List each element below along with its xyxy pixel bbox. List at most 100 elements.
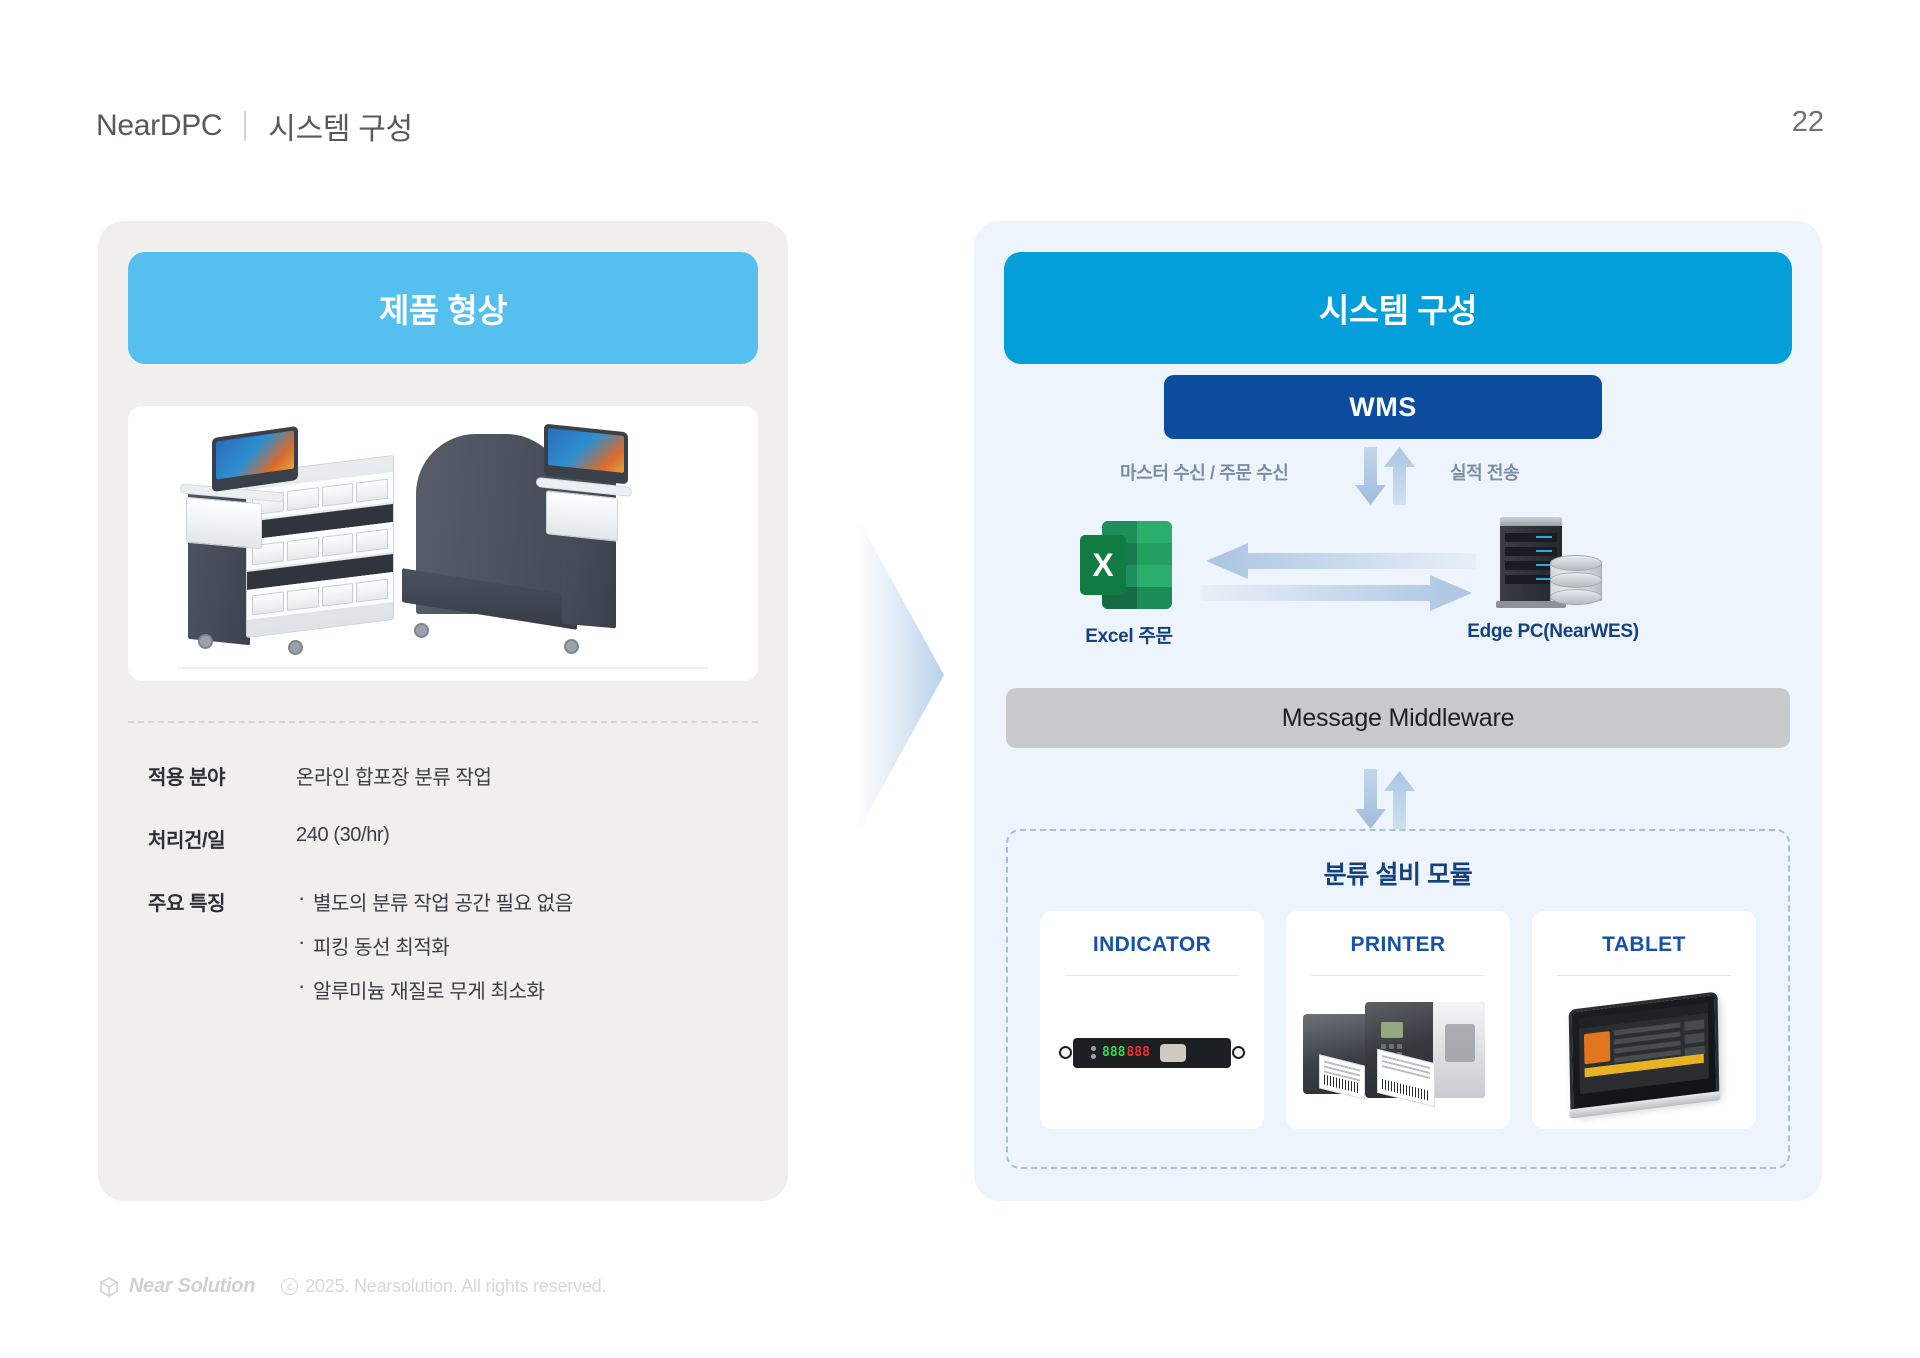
product-image xyxy=(128,406,758,681)
indicator-green-digits: 888 xyxy=(1102,1045,1126,1060)
page-subtitle: 시스템 구성 xyxy=(268,113,413,146)
server-database-icon xyxy=(1494,517,1604,613)
indicator-mount-ear xyxy=(1232,1045,1245,1059)
wms-bidirectional-arrows-icon xyxy=(1350,447,1420,507)
flow-label-down: 마스터 수신 / 주문 수신 xyxy=(1120,463,1289,483)
spec-table: 적용 분야 온라인 합포장 분류 작업 처리건/일 240 (30/hr) 주요… xyxy=(148,761,752,1004)
spec-label: 처리건/일 xyxy=(148,830,226,852)
device-card-list: INDICATOR 888 888 PRIN xyxy=(1040,911,1756,1129)
cart-bin xyxy=(356,528,388,553)
spec-label: 적용 분야 xyxy=(148,767,226,789)
system-diagram-panel: 시스템 구성 WMS 마스터 수신 / 주문 수신 실적 전송 xyxy=(974,221,1822,1201)
brand-name: NearDPC xyxy=(96,109,223,142)
picking-cart-front-view xyxy=(176,425,406,657)
spec-label: 주요 특징 xyxy=(148,893,226,915)
cart-tablet-mount xyxy=(544,423,628,485)
label-printer-icon xyxy=(1286,976,1510,1129)
flow-chevron-icon xyxy=(852,505,972,845)
server-bay xyxy=(1505,561,1557,570)
cart-bin xyxy=(321,482,354,507)
indicator-bar: 888 888 xyxy=(1059,1037,1245,1068)
system-panel-title: 시스템 구성 xyxy=(1319,292,1477,329)
excel-node-label: Excel 주문 xyxy=(1085,626,1173,647)
picking-cart-rear-view xyxy=(396,423,646,660)
tablet-device-icon xyxy=(1532,976,1756,1129)
feature-item: 별도의 분류 작업 공간 필요 없음 xyxy=(296,885,573,916)
product-image-floor-line xyxy=(178,667,708,669)
printer-group xyxy=(1303,998,1493,1108)
excel-x-glyph: X xyxy=(1080,535,1126,595)
printer-primary xyxy=(1365,1001,1485,1098)
database-ring xyxy=(1550,572,1602,588)
device-divider xyxy=(1310,975,1486,976)
flow-label-up: 실적 전송 xyxy=(1450,463,1520,483)
cart-bin xyxy=(252,591,284,616)
cart-tablet-screen xyxy=(548,428,624,473)
footer-brand: Near Solution xyxy=(129,1275,256,1297)
tablet-screen xyxy=(1578,1002,1710,1094)
cart-bin xyxy=(356,478,388,503)
indicator-red-digits: 888 xyxy=(1126,1045,1150,1060)
device-title: TABLET xyxy=(1602,933,1686,956)
server-top-cover xyxy=(1500,517,1562,526)
indicator-digits: 888 888 xyxy=(1102,1045,1150,1060)
wms-node: WMS xyxy=(1164,375,1602,439)
spec-value: 온라인 합포장 분류 작업 xyxy=(296,767,492,789)
product-panel-title-bar: 제품 형상 xyxy=(128,252,758,364)
server-bay xyxy=(1505,575,1557,584)
server-base xyxy=(1496,601,1566,608)
footer-logo: Near Solution xyxy=(98,1275,255,1298)
cart-bin xyxy=(321,532,354,557)
indicator-mount-ear xyxy=(1059,1045,1072,1059)
page-header: NearDPC 시스템 구성 xyxy=(96,104,413,148)
cart-caster xyxy=(414,623,429,638)
footer-copyright-text: 2025. Nearsolution. All rights reserved. xyxy=(305,1276,607,1296)
message-middleware-node: Message Middleware xyxy=(1006,688,1790,748)
spec-divider xyxy=(128,721,758,723)
page-number: 22 xyxy=(1791,106,1824,138)
sorting-module-title: 분류 설비 모듈 xyxy=(1323,861,1473,889)
device-card-indicator[interactable]: INDICATOR 888 888 xyxy=(1040,911,1264,1129)
server-bay xyxy=(1505,533,1557,542)
spec-row: 적용 분야 온라인 합포장 분류 작업 xyxy=(148,761,752,790)
database-ring xyxy=(1550,555,1602,571)
cart-tablet-screen xyxy=(216,430,294,480)
cart-bin xyxy=(286,487,319,512)
device-card-tablet[interactable]: TABLET xyxy=(1532,911,1756,1129)
spec-value: 240 (30/hr) xyxy=(296,824,390,846)
cart-printer-unit xyxy=(186,496,262,550)
indicator-confirm-key xyxy=(1159,1043,1186,1062)
excel-icon: X xyxy=(1080,521,1172,609)
tablet-body xyxy=(1568,991,1721,1119)
header-divider xyxy=(244,111,247,141)
indicator-buttons xyxy=(1091,1046,1096,1059)
spec-row: 처리건/일 240 (30/hr) xyxy=(148,824,752,853)
product-panel-title: 제품 형상 xyxy=(378,292,508,329)
edge-pc-node-label: Edge PC(NearWES) xyxy=(1467,621,1639,642)
middleware-bidirectional-arrows-icon xyxy=(1350,769,1420,831)
cart-bin xyxy=(286,587,319,612)
device-title: INDICATOR xyxy=(1092,933,1212,956)
cart-bin xyxy=(356,578,388,603)
server-bay xyxy=(1505,547,1557,556)
device-divider xyxy=(1064,975,1240,976)
database-ring xyxy=(1550,589,1602,605)
product-image-card xyxy=(128,406,758,681)
indicator-device-icon: 888 888 xyxy=(1040,976,1264,1129)
footer-copyright: c 2025. Nearsolution. All rights reserve… xyxy=(281,1276,606,1297)
middleware-label: Message Middleware xyxy=(1281,703,1515,732)
wms-label: WMS xyxy=(1349,391,1417,422)
cart-caster xyxy=(198,634,213,649)
cart-bin xyxy=(286,537,319,562)
cart-printer-unit xyxy=(546,490,618,542)
product-panel: 제품 형상 xyxy=(98,221,788,1201)
feature-list: 별도의 분류 작업 공간 필요 없음 피킹 동선 최적화 알루미늄 재질로 무게… xyxy=(296,885,573,1004)
device-divider xyxy=(1556,975,1732,976)
device-card-printer[interactable]: PRINTER xyxy=(1286,911,1510,1129)
database-cylinder-icon xyxy=(1550,555,1602,607)
cart-bin xyxy=(321,582,354,607)
near-solution-cube-icon xyxy=(100,1276,118,1297)
copyright-icon: c xyxy=(281,1278,299,1295)
feature-item: 피킹 동선 최적화 xyxy=(296,929,573,960)
cart-caster xyxy=(564,639,579,654)
